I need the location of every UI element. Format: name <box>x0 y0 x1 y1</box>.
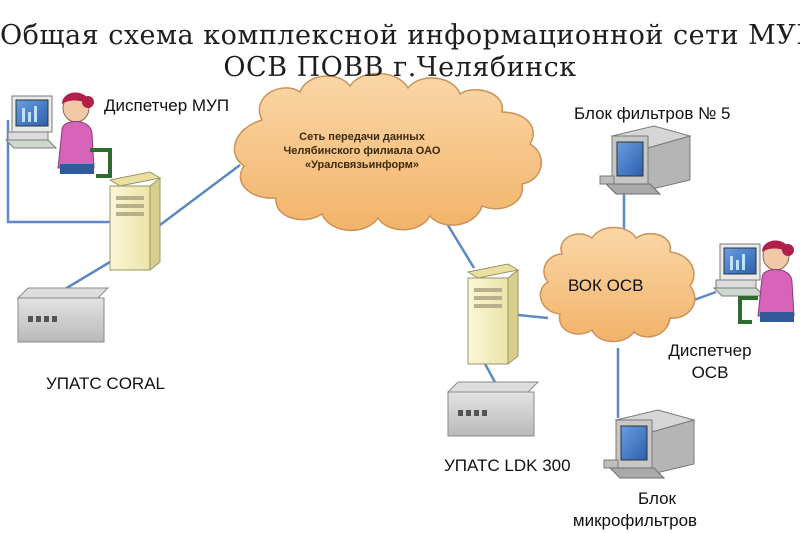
link-server-coral <box>59 260 111 294</box>
computer-icon <box>599 125 692 195</box>
upats-coral-label: УПАТС CORAL <box>46 374 165 393</box>
link-server2-vok <box>517 313 549 320</box>
microfilter-line2: микрофильтров <box>572 511 698 530</box>
cloud-line2: Челябинского филиала ОАО <box>283 145 441 157</box>
server-tower-icon <box>108 171 162 272</box>
connection-lines <box>6 120 717 418</box>
link-server-cloud <box>159 164 241 226</box>
microfilter-line1: Блок <box>638 489 676 508</box>
diagram-title-line2: ОСВ ПОВВ г.Челябинск <box>223 52 577 83</box>
cloud-network-label: Сеть передачи данных Челябинского филиал… <box>262 130 462 172</box>
filter-block-label: Блок фильтров № 5 <box>574 104 731 123</box>
dispatcher-osv-line2: ОСВ <box>691 363 729 382</box>
upats-ldk-label: УПАТС LDK 300 <box>444 456 571 475</box>
link-dispatcher-mup <box>6 120 110 224</box>
dispatcher-icon <box>4 92 112 178</box>
diagram-title-line1: Общая схема комплексной информационной с… <box>0 20 800 51</box>
dispatcher-osv-line1: Диспетчер <box>668 341 752 360</box>
cloud-line3: «Уралсвязьинформ» <box>304 159 420 171</box>
link-vok-dispatcher <box>693 290 717 302</box>
link-server2-ldk <box>482 361 498 385</box>
pbx-coral-icon <box>16 287 110 343</box>
computer-icon <box>603 409 696 479</box>
dispatcher-osv-label: Диспетчер ОСВ <box>662 340 758 384</box>
dispatcher-mup-label: Диспетчер МУП <box>104 96 230 115</box>
server-tower-icon <box>466 263 520 366</box>
vok-cloud <box>539 226 696 343</box>
vok-osv-label: ВОК ОСВ <box>568 276 644 295</box>
cloud-line1: Сеть передачи данных <box>299 131 425 143</box>
dispatcher-icon <box>712 240 795 324</box>
pbx-ldk-icon <box>446 381 540 437</box>
link-cloud-server2 <box>444 221 476 269</box>
data-network-cloud <box>233 72 543 232</box>
microfilter-block-label: Блок микрофильтров <box>560 488 710 532</box>
